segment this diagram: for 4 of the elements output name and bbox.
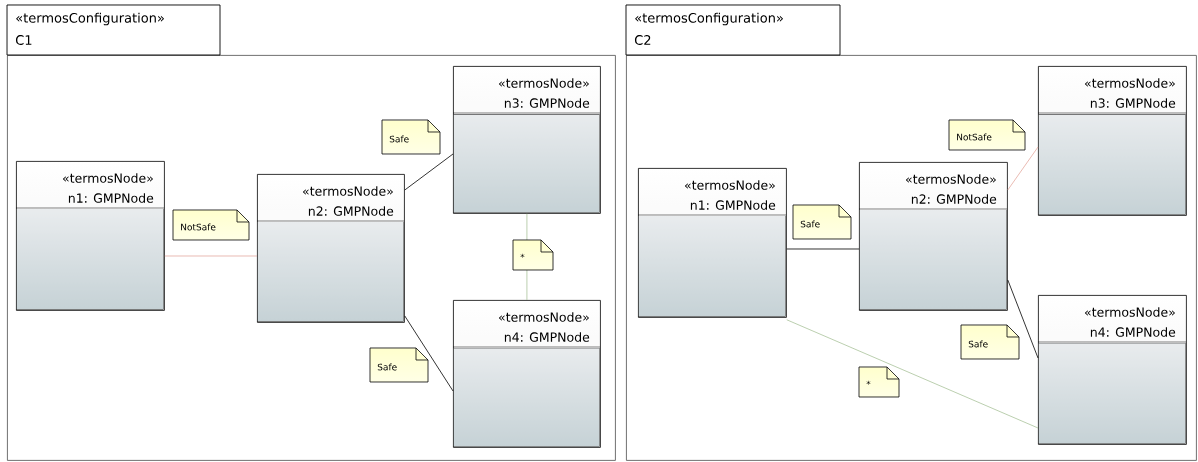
frame-title: C1	[15, 35, 32, 45]
frame-title: «termosConfiguration»	[16, 12, 164, 26]
frame-title: C2	[634, 35, 651, 45]
frame-title: «termosConfiguration»	[635, 12, 783, 26]
